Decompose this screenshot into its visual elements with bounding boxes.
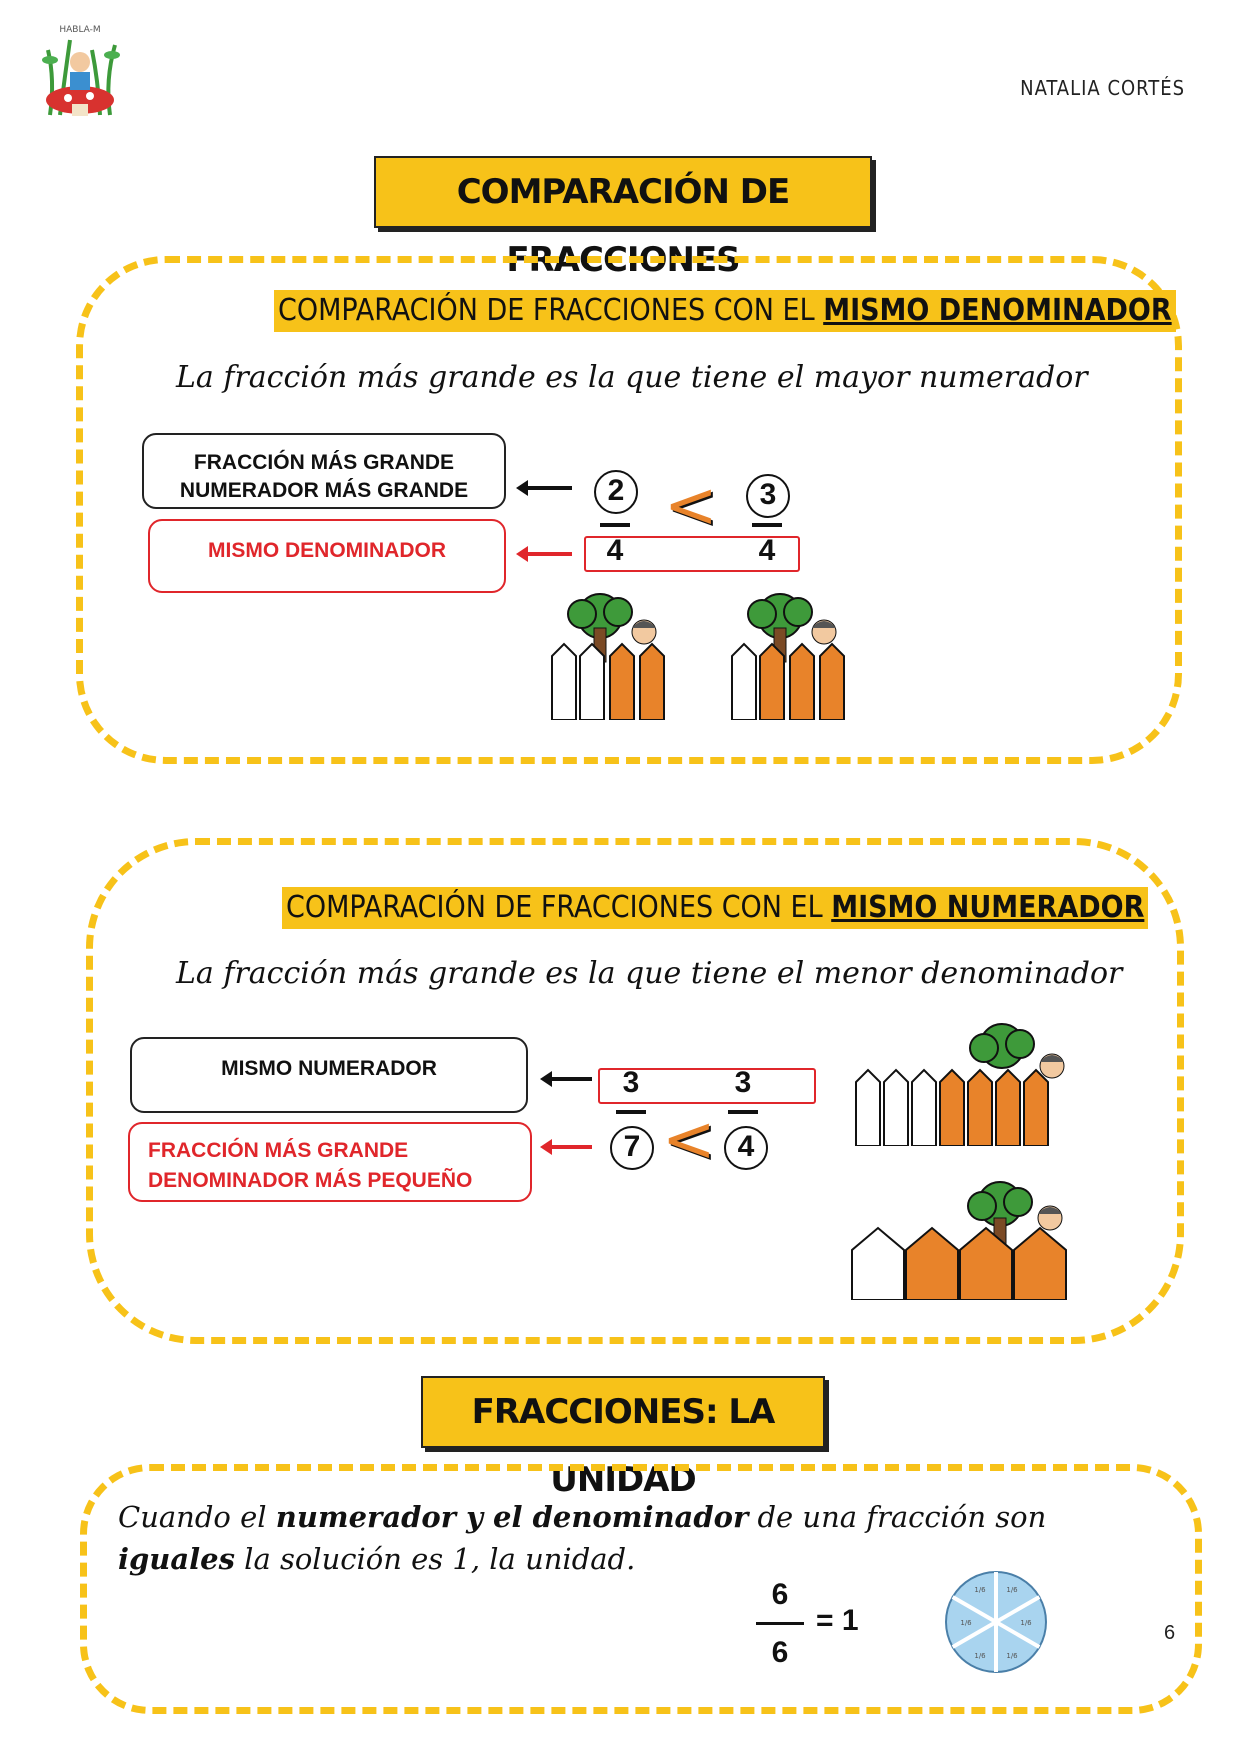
fence-illustration-3-of-4	[731, 593, 845, 720]
numerator-circled: 3	[746, 474, 790, 518]
fraction-bar	[752, 523, 782, 527]
denominator-frame	[584, 536, 800, 572]
pie-slice-label: 1/6	[960, 1619, 972, 1627]
numerator-circled: 2	[594, 470, 638, 514]
fraction-bar	[756, 1622, 804, 1625]
arrow-left-icon	[516, 480, 572, 496]
pie-slice-label: 1/6	[1020, 1619, 1032, 1627]
pie-slice-label: 1/6	[1006, 1586, 1018, 1594]
numerator: 3	[734, 1066, 752, 1099]
denominator-circled: 4	[724, 1126, 768, 1170]
numerator-frame	[598, 1068, 816, 1104]
info-box-bigger-numerator: FRACCIÓN MÁS GRANDE NUMERADOR MÁS GRANDE	[142, 433, 506, 509]
equals-one: = 1	[816, 1604, 859, 1637]
pie-slice-label: 1/6	[974, 1652, 986, 1660]
rule-text: La fracción más grande es la que tiene e…	[176, 956, 1123, 991]
pie-slice-label: 1/6	[974, 1586, 986, 1594]
arrow-left-icon	[540, 1139, 592, 1155]
page-number: 6	[1164, 1622, 1176, 1644]
fence-illustration-3-of-4	[851, 1181, 1067, 1300]
info-box-smaller-denominator: FRACCIÓN MÁS GRANDE DENOMINADOR MÁS PEQU…	[128, 1122, 532, 1202]
denominator: 4	[606, 534, 624, 567]
section-same-numerator	[86, 838, 1184, 1344]
fraction-bar	[616, 1110, 646, 1114]
unit-explanation: Cuando el numerador y el denominador de …	[118, 1500, 1047, 1576]
info-box-same-numerator: MISMO NUMERADOR	[130, 1037, 528, 1113]
svg-text:HABLA-M: HABLA-M	[59, 25, 100, 35]
denominator: 4	[758, 534, 776, 567]
fence-illustration-2-of-4	[551, 593, 665, 720]
pie-slice-label: 1/6	[1006, 1652, 1018, 1660]
unit-numerator: 6	[771, 1578, 789, 1611]
section-unit	[80, 1464, 1202, 1714]
less-than-sign: <	[662, 1103, 716, 1177]
author-name: NATALIA CORTÉS	[1020, 76, 1185, 100]
unit-denominator: 6	[771, 1636, 789, 1669]
section-same-denominator	[76, 256, 1182, 764]
rule-text: La fracción más grande es la que tiene e…	[176, 360, 1088, 395]
pie-sixths-illustration: 1/6 1/6 1/6 1/6 1/6 1/6	[945, 1570, 1047, 1674]
denominator-circled: 7	[610, 1126, 654, 1170]
less-than-sign: <	[664, 469, 718, 543]
numerator: 3	[622, 1066, 640, 1099]
main-title: COMPARACIÓN DE FRACCIONES	[374, 156, 872, 280]
fraction-bar	[600, 523, 630, 527]
info-box-same-denominator: MISMO DENOMINADOR	[148, 519, 506, 593]
arrow-left-icon	[540, 1071, 592, 1087]
logo: HABLA-M	[42, 25, 120, 116]
unit-title: FRACCIONES: LA UNIDAD	[421, 1376, 825, 1500]
section-heading: COMPARACIÓN DE FRACCIONES CON EL MISMO D…	[274, 290, 1176, 332]
section-heading: COMPARACIÓN DE FRACCIONES CON EL MISMO N…	[282, 887, 1149, 929]
arrow-left-icon	[516, 546, 572, 562]
fence-illustration-3-of-7	[855, 1023, 1065, 1146]
fraction-bar	[728, 1110, 758, 1114]
